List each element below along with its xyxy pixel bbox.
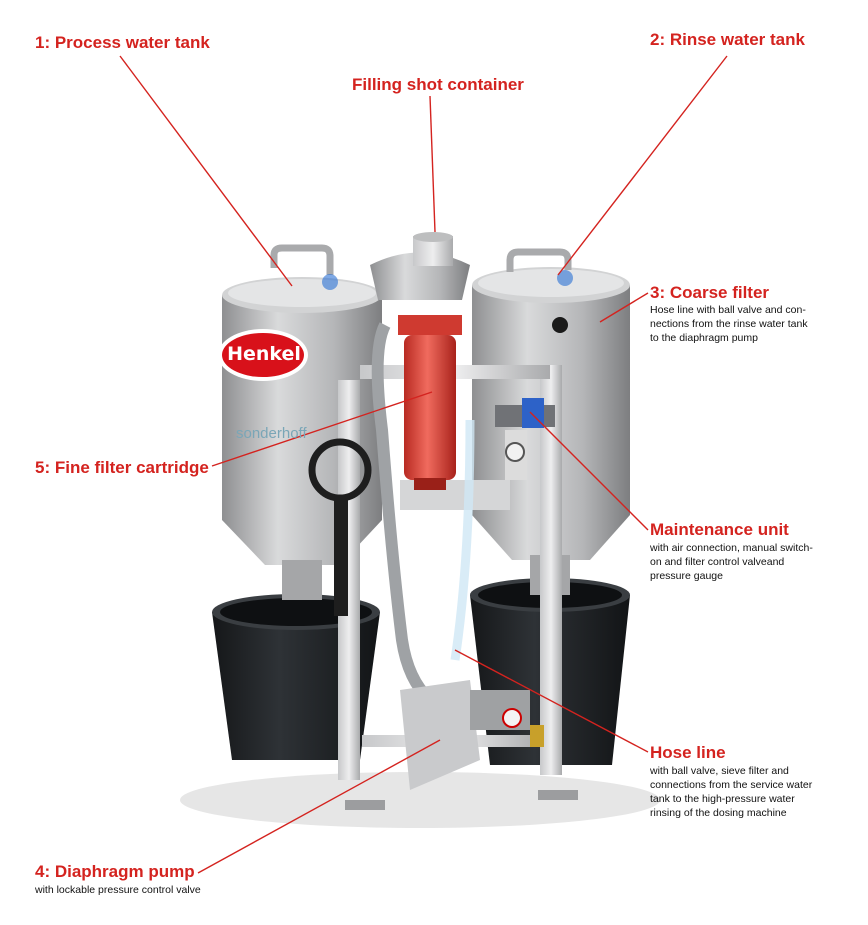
hose-braided bbox=[371, 322, 435, 705]
label-fine-filter-cartridge: 5: Fine filter cartridge bbox=[35, 458, 209, 477]
sonderhoff-logo-text: sonderhoff bbox=[236, 425, 307, 442]
hose-line-desc-line: tank to the high-pressure water bbox=[650, 793, 795, 805]
coarse-filter-desc-line: to the diaphragm pump bbox=[650, 332, 758, 344]
label-process-water-tank: 1: Process water tank bbox=[35, 33, 210, 52]
hose-line-description: with ball valve, sieve filter and connec… bbox=[650, 764, 812, 820]
hose-line-desc-line: connections from the service water bbox=[650, 779, 813, 791]
label-filling-shot-container: Filling shot container bbox=[352, 75, 524, 94]
maintenance-desc-line: pressure gauge bbox=[650, 570, 723, 582]
floor-shadow bbox=[180, 772, 660, 828]
maintenance-description: with air connection, manual switch- on a… bbox=[650, 541, 813, 583]
leader-process-tank bbox=[119, 55, 293, 287]
leader-lines bbox=[119, 55, 728, 874]
henkel-logo-text: Henkel bbox=[227, 343, 301, 365]
label-diaphragm-pump: 4: Diaphragm pump bbox=[35, 862, 195, 881]
henkel-logo bbox=[218, 329, 308, 381]
diaphragm-pump bbox=[400, 680, 544, 790]
leader-fine-filter bbox=[211, 391, 433, 467]
maintenance-desc-line: with air connection, manual switch- bbox=[650, 542, 813, 554]
label-maintenance-unit: Maintenance unit bbox=[650, 520, 789, 539]
hose-line-desc-line: with ball valve, sieve filter and bbox=[650, 765, 789, 777]
leader-maintenance bbox=[529, 411, 649, 531]
maintenance-desc-line: on and filter control valveand bbox=[650, 556, 785, 568]
aluminium-frame bbox=[338, 365, 578, 810]
filling-shot-container bbox=[370, 232, 470, 300]
diaphragm-pump-description: with lockable pressure control valve bbox=[35, 884, 201, 896]
leader-filling-shot bbox=[429, 95, 436, 233]
hose-line-desc-line: rinsing of the dosing machine bbox=[650, 807, 787, 819]
leader-rinse-tank bbox=[557, 55, 728, 276]
leader-coarse-filter bbox=[599, 292, 649, 323]
label-hose-line: Hose line bbox=[650, 743, 726, 762]
coarse-filter-desc-line: nections from the rinse water tank bbox=[650, 318, 808, 330]
coarse-filter-desc-line: Hose line with ball valve and con- bbox=[650, 304, 806, 316]
leader-diaphragm-pump bbox=[197, 739, 441, 874]
leader-hose-line bbox=[454, 649, 649, 753]
filter-wrench bbox=[308, 438, 372, 616]
hose-clear bbox=[450, 419, 475, 661]
label-rinse-water-tank: 2: Rinse water tank bbox=[650, 30, 805, 49]
coarse-filter-description: Hose line with ball valve and con- necti… bbox=[650, 303, 808, 345]
label-coarse-filter: 3: Coarse filter bbox=[650, 283, 770, 302]
fine-filter-cartridge bbox=[398, 315, 462, 490]
